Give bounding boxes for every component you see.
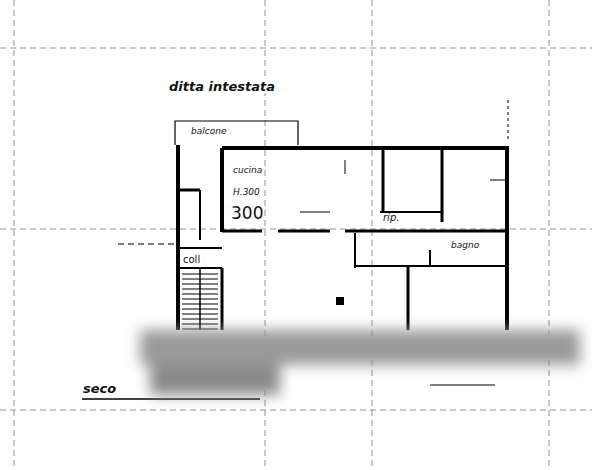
stair-step <box>182 319 218 320</box>
room-label: coll <box>182 255 201 265</box>
room-label: balcone <box>190 127 227 136</box>
room-label: 300 <box>230 205 264 222</box>
stairs <box>182 274 218 329</box>
stair-step <box>182 304 218 305</box>
stair-step <box>182 289 218 290</box>
stair-step <box>182 329 218 330</box>
stair-step <box>182 274 218 275</box>
room-label: cucina <box>232 166 263 175</box>
stair-step <box>182 324 218 325</box>
room-label: seco <box>82 382 117 395</box>
room-label: ditta intestata <box>168 80 276 93</box>
redacted-band <box>140 330 580 395</box>
room-label: bagno <box>450 241 480 250</box>
room-label: rip. <box>382 213 400 223</box>
room-label: H.300 <box>232 188 261 197</box>
stair-step <box>182 284 218 285</box>
stair-step <box>182 299 218 300</box>
stair-step <box>182 294 218 295</box>
stair-step <box>182 314 218 315</box>
stair-step <box>182 309 218 310</box>
stair-step <box>182 279 218 280</box>
mark <box>336 297 344 305</box>
